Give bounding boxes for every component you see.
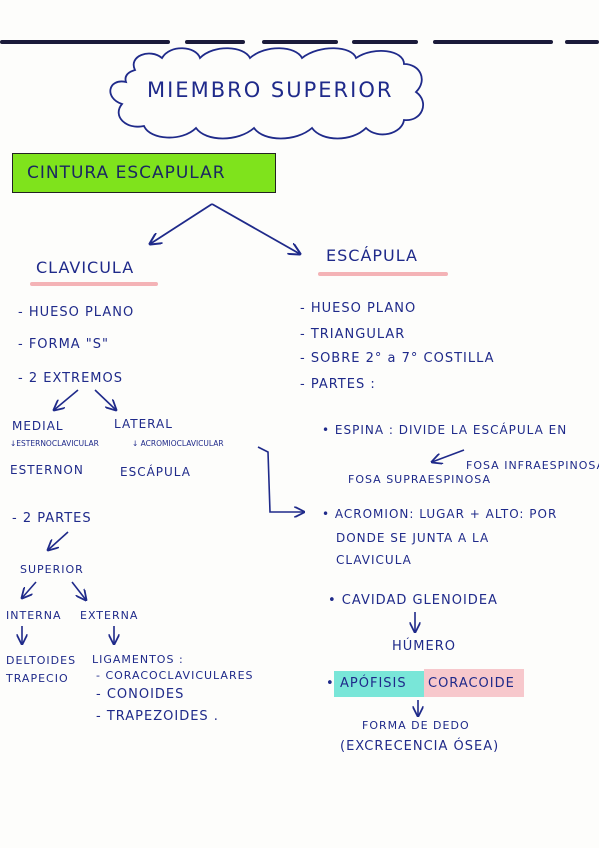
page-title: MIEMBRO SUPERIOR bbox=[147, 78, 394, 102]
escapula-item: - HUESO PLANO bbox=[300, 301, 417, 316]
title-cloud bbox=[109, 47, 424, 140]
acromion-line: DONDE SE JUNTA A LA bbox=[336, 531, 490, 545]
escapula-item: - PARTES : bbox=[300, 377, 376, 392]
trapecio-label: TRAPECIO bbox=[6, 672, 69, 685]
escapula-underline bbox=[318, 272, 448, 276]
esternoclavicular-label: ↓ESTERNOCLAVICULAR bbox=[10, 439, 99, 448]
medial-label: MEDIAL bbox=[12, 419, 64, 433]
ligamento-item: - CONOIDES bbox=[96, 687, 185, 702]
cintura-escapular-heading: CINTURA ESCAPULAR bbox=[27, 163, 226, 183]
externa-label: EXTERNA bbox=[80, 609, 139, 622]
coracoide-highlight bbox=[424, 669, 524, 697]
acromioclavicular-label: ↓ ACROMIOCLAVICULAR bbox=[132, 439, 224, 448]
clavicula-title: CLAVICULA bbox=[36, 258, 135, 277]
humero-label: HÚMERO bbox=[392, 639, 456, 654]
fosa-supraespinosa-label: FOSA SUPRAESPINOSA bbox=[348, 473, 491, 486]
escapula-small-label: ESCÁPULA bbox=[120, 465, 191, 479]
ligamento-item: - CORACOCLAVICULARES bbox=[96, 669, 254, 682]
ligamento-item: - TRAPEZOIDES . bbox=[96, 709, 219, 724]
acromion-line: • ACROMION: LUGAR + ALTO: POR bbox=[322, 507, 558, 521]
clavicula-item: - FORMA "S" bbox=[18, 337, 110, 352]
interna-label: INTERNA bbox=[6, 609, 62, 622]
top-rule bbox=[0, 40, 599, 44]
cintura-escapular-box: CINTURA ESCAPULAR bbox=[12, 153, 276, 193]
espina-label: • ESPINA : DIVIDE LA ESCÁPULA EN bbox=[322, 423, 568, 437]
fosa-infraespinosa-label: FOSA INFRAESPINOSA bbox=[466, 459, 599, 472]
apofisis-label: APÓFISIS bbox=[340, 676, 407, 691]
apofisis-bullet: • bbox=[326, 676, 335, 691]
clavicula-item: - HUESO PLANO bbox=[18, 305, 135, 320]
clavicula-underline bbox=[30, 282, 158, 286]
excrecencia-label: (EXCRECENCIA ÓSEA) bbox=[340, 739, 500, 754]
clavicula-item: - 2 EXTREMOS bbox=[18, 371, 124, 386]
lateral-label: LATERAL bbox=[114, 417, 173, 431]
forma-de-dedo-label: FORMA DE DEDO bbox=[362, 719, 470, 732]
escapula-title: ESCÁPULA bbox=[326, 246, 418, 265]
esternon-label: ESTERNON bbox=[10, 463, 84, 477]
apofisis-highlight bbox=[334, 671, 427, 697]
dos-partes-label: - 2 PARTES bbox=[12, 511, 92, 526]
superior-label: SUPERIOR bbox=[20, 563, 84, 576]
coracoide-label: CORACOIDE bbox=[428, 676, 515, 691]
escapula-item: - SOBRE 2° a 7° COSTILLA bbox=[300, 351, 495, 366]
ligamentos-label: LIGAMENTOS : bbox=[92, 653, 184, 666]
acromion-line: CLAVICULA bbox=[336, 553, 412, 567]
cavidad-glenoidea-label: • CAVIDAD GLENOIDEA bbox=[328, 593, 498, 608]
escapula-item: - TRIANGULAR bbox=[300, 327, 406, 342]
deltoides-label: DELTOIDES bbox=[6, 654, 77, 667]
